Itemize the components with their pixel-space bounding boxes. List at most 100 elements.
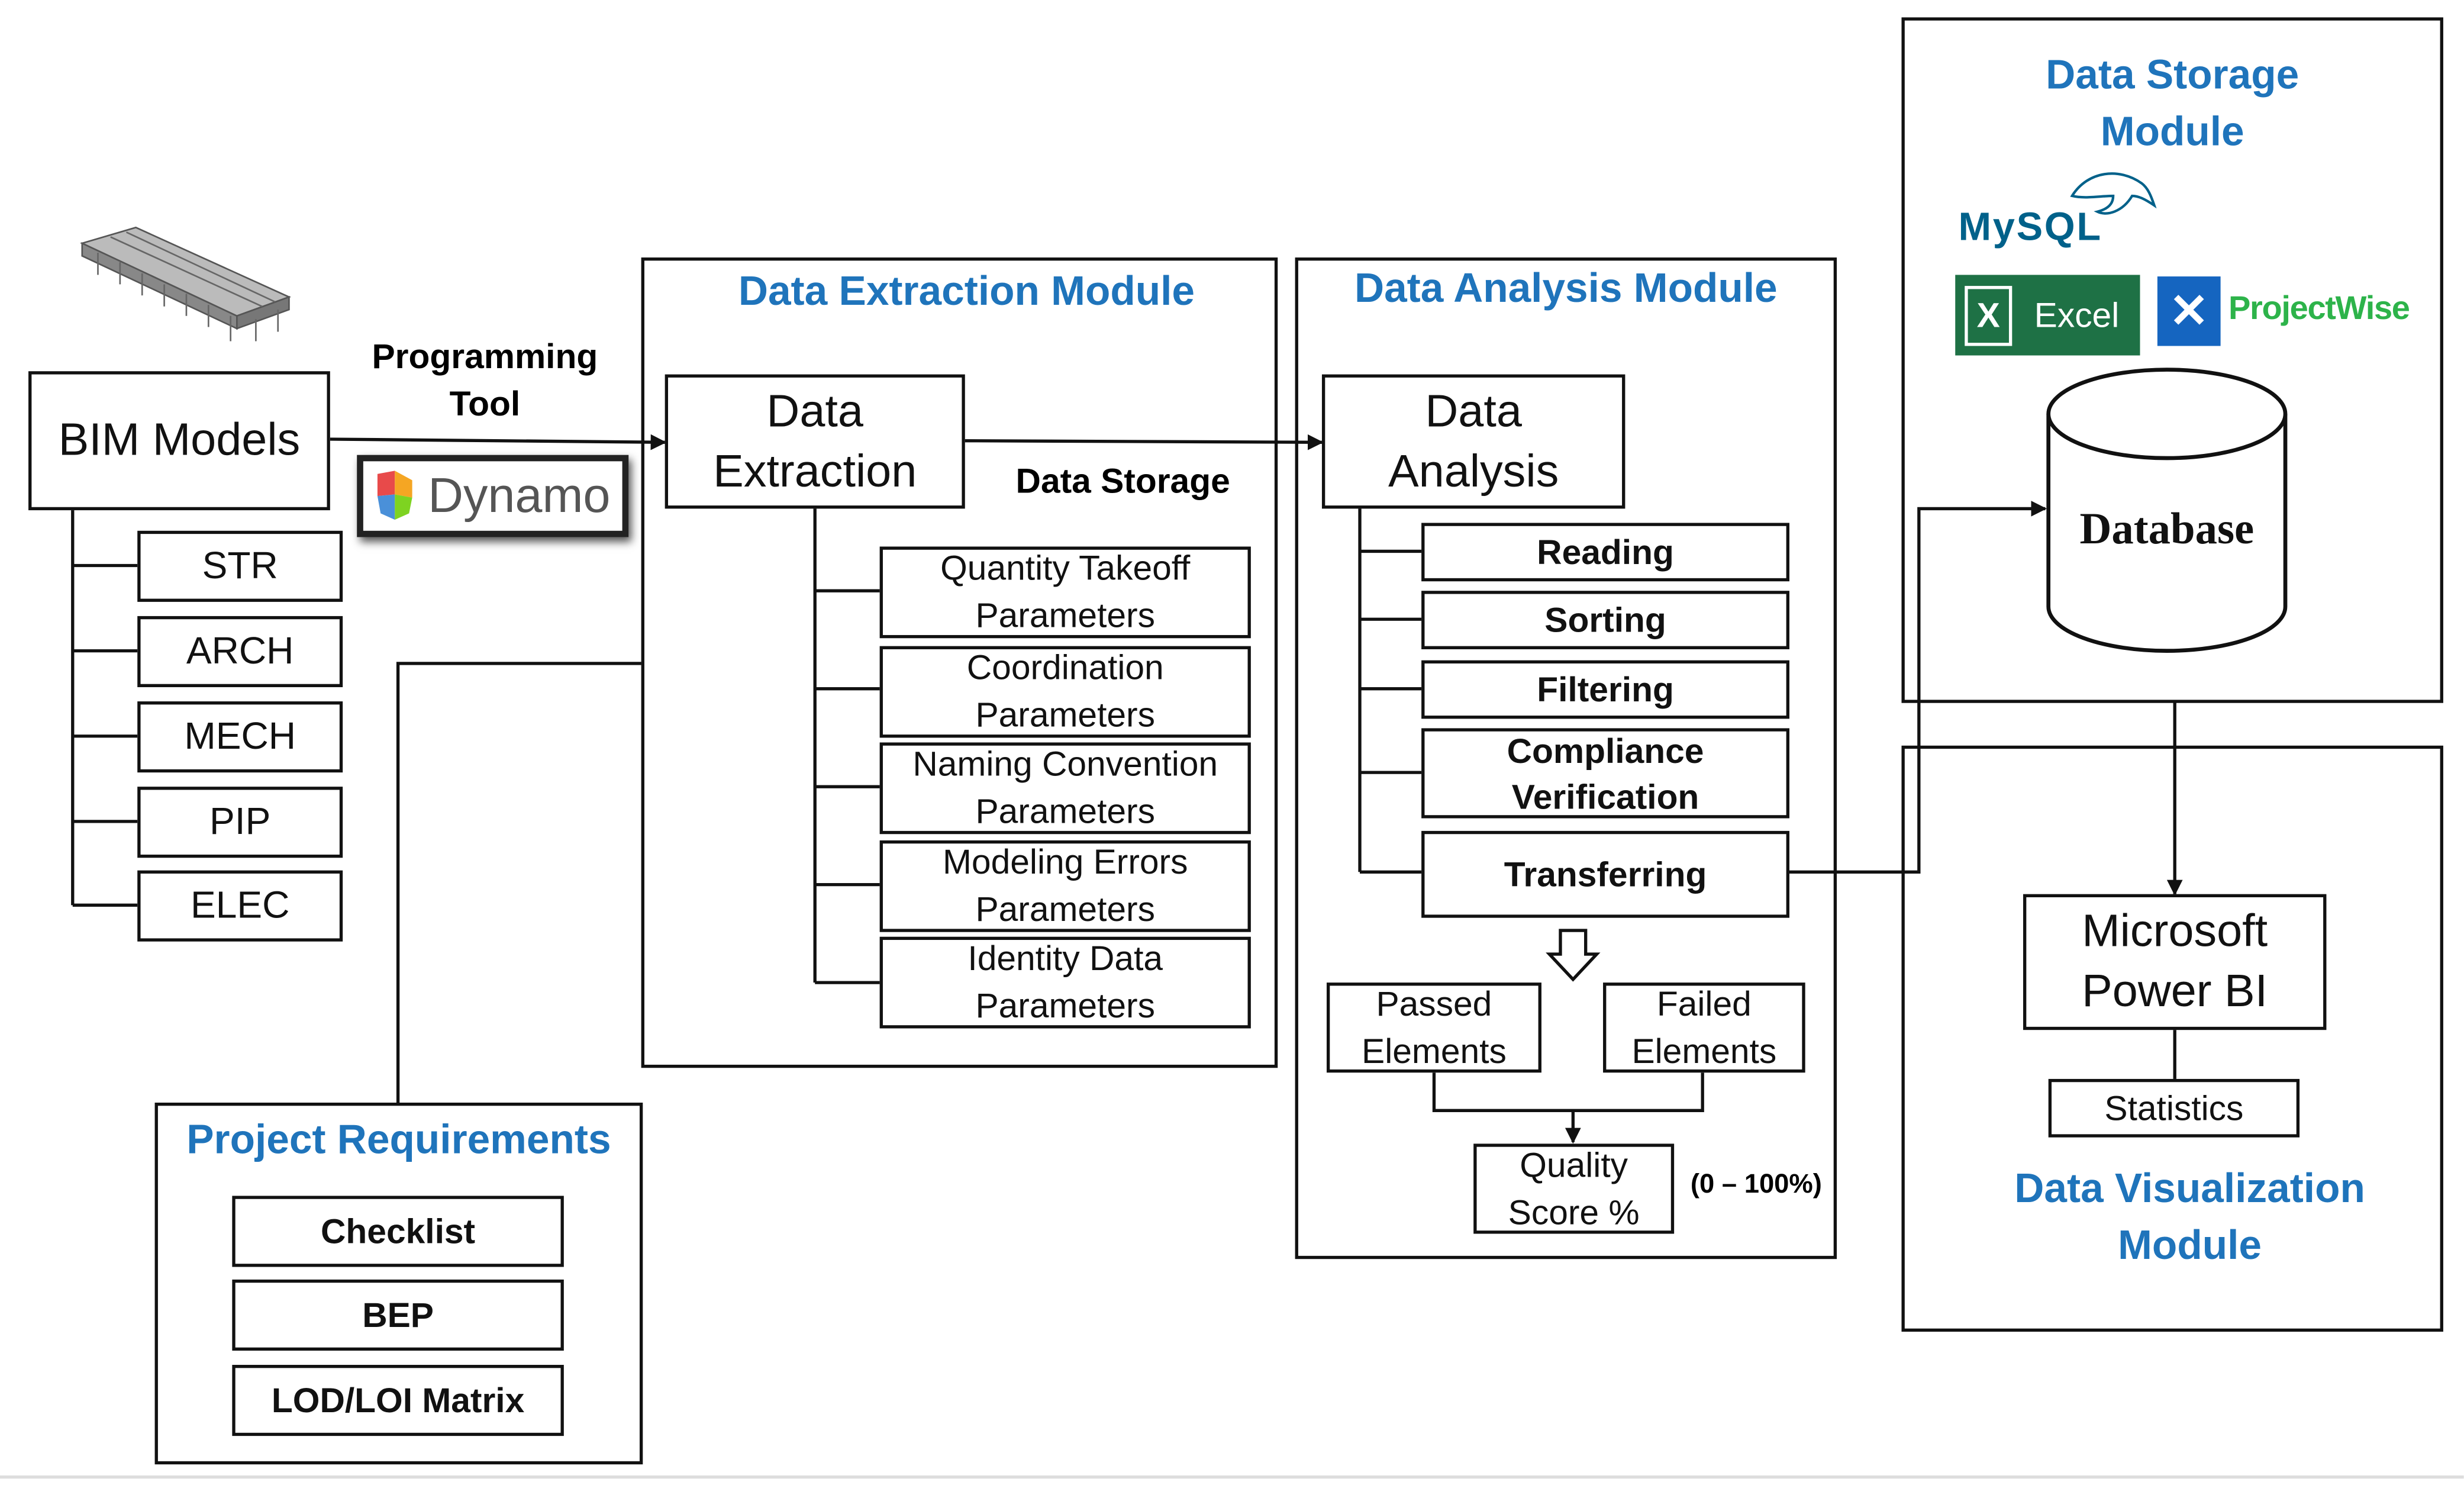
param-naming-convention: Naming Convention Parameters xyxy=(879,742,1251,835)
label-line: Coordination xyxy=(966,648,1164,688)
label-line: Quality xyxy=(1520,1144,1628,1184)
param-modeling-errors: Modeling Errors Parameters xyxy=(879,840,1251,932)
label-line: Score % xyxy=(1508,1191,1640,1232)
failed-elements-box: Failed Elements xyxy=(1603,983,1805,1073)
data-visualization-title: Data Visualization Module xyxy=(1901,1159,2464,1273)
requirement-label: LOD/LOI Matrix xyxy=(271,1380,525,1420)
label-line: Elements xyxy=(1631,1030,1777,1071)
step-transferring: Transferring xyxy=(1421,830,1789,918)
step-sorting: Sorting xyxy=(1421,591,1789,649)
bim-models-box: BIM Models xyxy=(28,371,330,511)
quality-score-range: (0 – 100%) xyxy=(1690,1169,1822,1199)
discipline-elec: ELEC xyxy=(137,870,343,942)
label-line: Power BI xyxy=(2082,967,2268,1017)
excel-icon: X xyxy=(1965,285,2013,346)
label-line: Parameters xyxy=(975,985,1155,1026)
step-label: Reading xyxy=(1537,531,1674,571)
project-requirements-title: Project Requirements xyxy=(186,1115,611,1163)
step-reading: Reading xyxy=(1421,523,1789,582)
step-filtering: Filtering xyxy=(1421,660,1789,719)
label-line: Tool xyxy=(449,384,521,424)
discipline-mech: MECH xyxy=(137,701,343,773)
label-line: Data Visualization xyxy=(2014,1164,2365,1212)
param-quantity-takeoff: Quantity Takeoff Parameters xyxy=(879,546,1251,639)
requirement-bep: BEP xyxy=(232,1279,564,1351)
database-label: Database xyxy=(2079,505,2255,555)
requirement-lod-loi-matrix: LOD/LOI Matrix xyxy=(232,1365,564,1436)
passed-elements-box: Passed Elements xyxy=(1326,983,1541,1073)
label-line: Quantity Takeoff xyxy=(940,548,1191,588)
label-line: Modeling Errors xyxy=(943,842,1188,882)
project-requirements-module xyxy=(154,1102,643,1465)
label-line: Analysis xyxy=(1388,446,1559,497)
param-identity-data: Identity Data Parameters xyxy=(879,936,1251,1029)
label-line: Extraction xyxy=(713,446,917,497)
label-line: Failed xyxy=(1656,983,1752,1023)
statistics-label: Statistics xyxy=(2104,1087,2244,1128)
discipline-label: PIP xyxy=(209,800,271,843)
label-line: Data xyxy=(766,386,863,437)
data-extraction-module xyxy=(641,257,1278,1068)
label-line: Naming Convention xyxy=(912,744,1218,784)
dynamo-text: Dynamo xyxy=(428,468,611,523)
requirement-checklist: Checklist xyxy=(232,1196,564,1267)
data-storage-label: Data Storage xyxy=(1015,461,1230,501)
step-compliance-verification: Compliance Verification xyxy=(1421,728,1789,819)
label-line: Parameters xyxy=(975,889,1155,929)
dolphin-icon xyxy=(2070,172,2157,215)
mysql-logo: MySQL xyxy=(1959,165,2164,253)
database-cylinder xyxy=(2046,368,2288,653)
discipline-arch: ARCH xyxy=(137,616,343,688)
param-coordination: Coordination Parameters xyxy=(879,646,1251,738)
data-visualization-module xyxy=(1901,745,2443,1332)
dynamo-icon xyxy=(377,471,412,520)
label-line: Compliance xyxy=(1507,730,1704,771)
data-analysis-title: Data Analysis Module xyxy=(1354,263,1778,311)
power-bi-box: Microsoft Power BI xyxy=(2023,894,2327,1030)
projectwise-label: ProjectWise xyxy=(2228,291,2410,327)
excel-label: Excel xyxy=(2034,294,2120,334)
programming-tool-label: Programming Tool xyxy=(357,333,612,428)
discipline-str: STR xyxy=(137,530,343,602)
bim-model-image xyxy=(80,226,291,342)
quality-score-box: Quality Score % xyxy=(1473,1143,1675,1234)
projectwise-icon: ✕ xyxy=(2157,276,2221,346)
label-line: Verification xyxy=(1511,776,1699,816)
label-line: Parameters xyxy=(975,695,1155,735)
label-line: Data Storage xyxy=(2046,50,2299,98)
statistics-box: Statistics xyxy=(2048,1078,2300,1138)
data-extraction-box: Data Extraction xyxy=(665,374,965,509)
label-line: Identity Data xyxy=(967,938,1163,978)
bottom-divider xyxy=(0,1475,2464,1479)
step-label: Filtering xyxy=(1537,669,1674,709)
label-line: Parameters xyxy=(975,791,1155,831)
requirement-label: Checklist xyxy=(321,1210,476,1251)
label-line: Parameters xyxy=(975,595,1155,635)
discipline-label: MECH xyxy=(184,714,296,758)
label-line: Passed xyxy=(1376,983,1492,1023)
discipline-pip: PIP xyxy=(137,787,343,858)
data-analysis-module xyxy=(1295,257,1837,1259)
requirement-label: BEP xyxy=(362,1294,434,1334)
discipline-label: STR xyxy=(202,544,278,587)
label-line: Module xyxy=(2100,107,2244,155)
bim-models-label: BIM Models xyxy=(58,415,301,466)
discipline-label: ELEC xyxy=(190,884,290,927)
step-label: Transferring xyxy=(1504,853,1707,894)
label-line: Elements xyxy=(1362,1030,1507,1071)
discipline-label: ARCH xyxy=(186,629,294,672)
label-line: Programming xyxy=(372,336,598,376)
dynamo-logo: Dynamo xyxy=(357,455,629,537)
label-line: Module xyxy=(2118,1221,2262,1269)
excel-logo: X Excel xyxy=(1955,275,2140,356)
mysql-label: MySQL xyxy=(1958,205,2102,250)
mysql-text: MySQL xyxy=(1959,205,2102,251)
data-storage-title: Data Storage Module xyxy=(1901,46,2443,159)
label-line: Data xyxy=(1425,386,1522,437)
step-label: Sorting xyxy=(1544,599,1666,639)
data-storage-module xyxy=(1901,17,2443,703)
data-extraction-title: Data Extraction Module xyxy=(738,267,1195,315)
data-analysis-box: Data Analysis xyxy=(1321,374,1626,509)
